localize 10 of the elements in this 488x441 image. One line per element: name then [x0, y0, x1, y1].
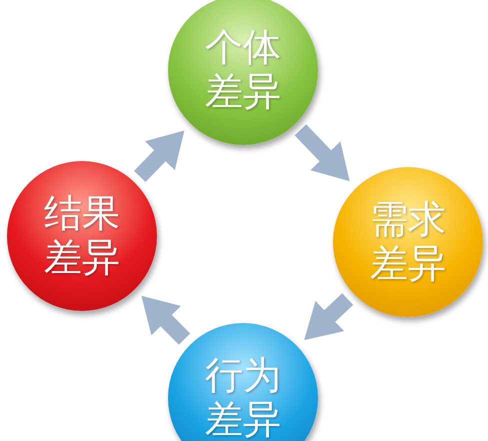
node-label: 行为差异 — [205, 354, 281, 441]
node-label: 结果差异 — [44, 192, 120, 280]
circle-node — [168, 323, 318, 441]
node-label: 需求差异 — [370, 198, 446, 286]
arrow — [134, 130, 184, 182]
arrow — [294, 124, 350, 182]
circle-node — [168, 0, 318, 145]
arrow — [304, 293, 354, 340]
arrow — [141, 296, 190, 345]
node-label: 个体差异 — [205, 26, 281, 114]
